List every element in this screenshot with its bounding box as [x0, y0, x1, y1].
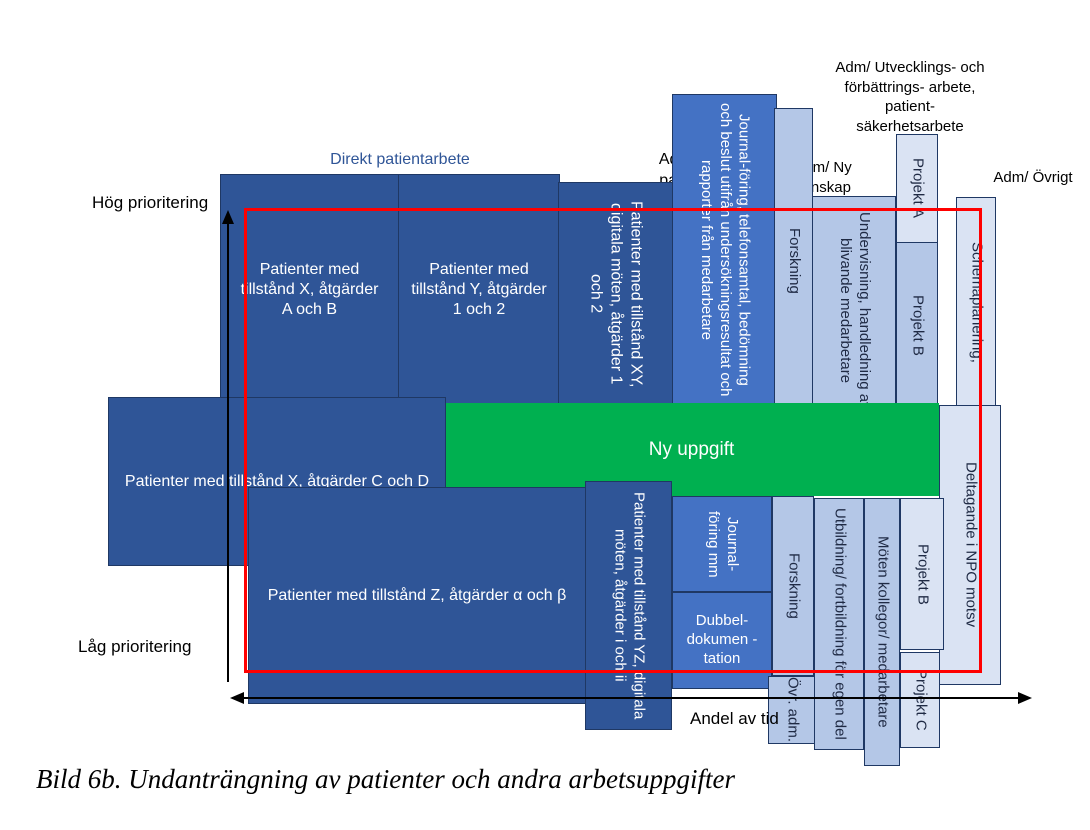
block-project-b-top: Projekt B: [896, 242, 938, 408]
block-patients-z: Patienter med tillstånd Z, åtgärder α oc…: [248, 487, 586, 704]
block-patients-y-12: Patienter med tillstånd Y, åtgärder 1 oc…: [398, 174, 560, 406]
block-project-c: Projekt C: [900, 652, 940, 748]
block-research-bottom: Forskning: [772, 496, 814, 676]
block-teaching: Undervisning, handledning av blivande me…: [812, 196, 896, 425]
block-project-a: Projekt A: [896, 134, 938, 243]
horizontal-axis-arrow-right: [1018, 692, 1032, 704]
low-priority-label: Låg prioritering: [78, 637, 192, 656]
figure-caption: Bild 6b. Undanträngning av patienter och…: [36, 764, 735, 794]
block-project-b-bottom: Projekt B: [900, 498, 944, 650]
block-journal-bottom: Journal- föring mm: [672, 496, 772, 592]
horizontal-axis-arrow-left: [230, 692, 244, 704]
block-new-task: Ny uppgift: [444, 403, 939, 496]
block-meetings: Möten kollegor/ medarbetare: [864, 498, 900, 766]
header-development: Adm/ Utvecklings- och förbättrings- arbe…: [835, 59, 985, 135]
block-research-top: Forskning: [774, 108, 813, 413]
high-priority-label: Hög prioritering: [92, 193, 209, 212]
block-patients-x-ab: Patienter med tillstånd X, åtgärder A oc…: [220, 174, 399, 406]
block-education: Utbildning/ fortbildning för egen del: [814, 498, 864, 750]
vertical-axis-arrow: [222, 210, 234, 224]
header-other: Adm/ Övrigt: [993, 169, 1073, 186]
time-axis-label: Andel av tid: [690, 709, 779, 728]
block-patients-yz: Patienter med tillstånd YZ, digitala möt…: [585, 481, 672, 730]
block-other-admin: Övr. adm.: [768, 676, 816, 744]
block-journal-top: Journal-föring, telefonsamtal, bedömning…: [672, 94, 777, 406]
block-patients-xy-12: Patienter med tillstånd XY, digitala möt…: [558, 182, 673, 406]
header-direct: Direkt patientarbete: [330, 151, 470, 168]
block-npo: Deltagande i NPO motsv: [939, 405, 1001, 685]
